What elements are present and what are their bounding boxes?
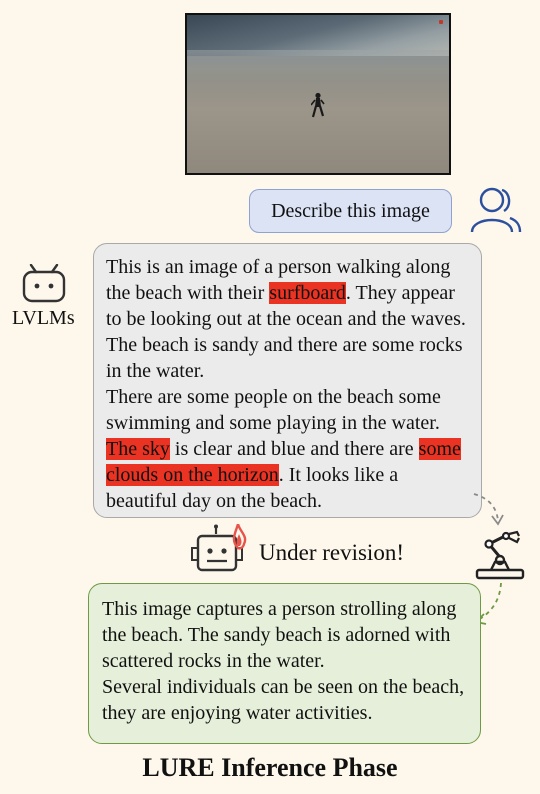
user-message-bubble: Describe this image bbox=[249, 189, 452, 233]
revised-description-bubble: This image captures a person strolling a… bbox=[88, 583, 481, 744]
surf-area bbox=[187, 15, 449, 57]
hallucination-highlight: surfboard bbox=[269, 282, 346, 304]
robot-flame-icon bbox=[191, 524, 247, 572]
figure-caption: LURE Inference Phase bbox=[142, 753, 398, 782]
model-description-bubble: This is an image of a person walking alo… bbox=[93, 243, 482, 518]
revision-label: Under revision! bbox=[259, 540, 404, 565]
description-paragraph-1: This is an image of a person walking alo… bbox=[106, 256, 466, 382]
beach-photo bbox=[185, 13, 451, 175]
user-icon bbox=[470, 187, 522, 233]
hallucination-highlight: The sky bbox=[106, 438, 170, 460]
red-spot bbox=[439, 20, 443, 24]
person-figure bbox=[311, 92, 325, 118]
revised-paragraph-2: Several individuals can be seen on the b… bbox=[102, 676, 465, 724]
robot-face-icon bbox=[22, 264, 66, 303]
user-message-text: Describe this image bbox=[271, 199, 430, 222]
revised-paragraph-1: This image captures a person strolling a… bbox=[102, 598, 457, 672]
model-label: LVLMs bbox=[12, 307, 75, 329]
description-paragraph-2: There are some people on the beach some … bbox=[106, 386, 461, 512]
wet-sand bbox=[187, 49, 449, 82]
robot-arm-icon bbox=[475, 530, 525, 580]
